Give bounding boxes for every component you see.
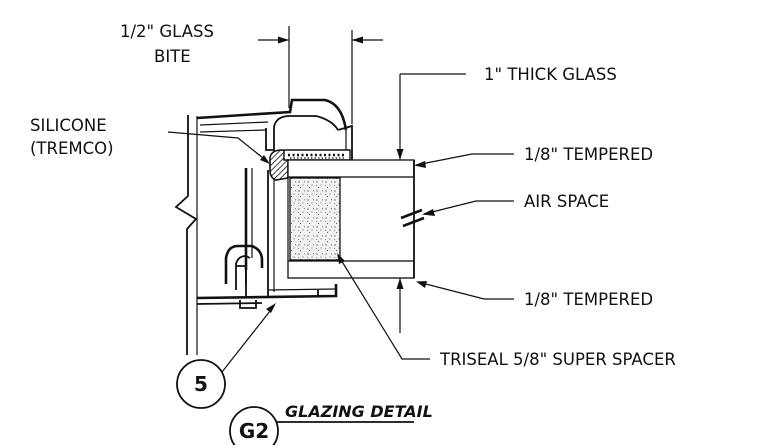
air-space-label: AIR SPACE [524, 192, 609, 211]
silicone-label-line1: SILICONE [30, 116, 107, 135]
thick-glass-dimension [396, 73, 466, 333]
frame-extrusion [196, 98, 353, 309]
glass-bite-label-line2: BITE [154, 47, 191, 66]
tempered-bottom-label: 1/8" TEMPERED [524, 290, 653, 309]
detail-title: GLAZING DETAIL [285, 402, 433, 421]
thick-glass-label: 1" THICK GLASS [484, 65, 617, 84]
leader-lines [167, 131, 514, 373]
spacer-label: TRISEAL 5/8" SUPER SPACER [439, 350, 676, 369]
glass-unit [287, 159, 425, 279]
detail-id: G2 [239, 419, 269, 443]
detail-callout: G2 GLAZING DETAIL [229, 402, 433, 445]
annotation-labels: 1/2" GLASS BITE SILICONE (TREMCO) 1" THI… [30, 22, 676, 369]
silicone-label-line2: (TREMCO) [30, 139, 114, 158]
section-number: 5 [194, 372, 208, 396]
wall-jamb [174, 115, 198, 355]
glass-bite-dimension [258, 26, 383, 124]
section-callout: 5 [176, 359, 226, 409]
glass-bite-label-line1: 1/2" GLASS [120, 22, 214, 41]
silicone-bead [269, 149, 351, 181]
tempered-top-label: 1/8" TEMPERED [524, 145, 653, 164]
